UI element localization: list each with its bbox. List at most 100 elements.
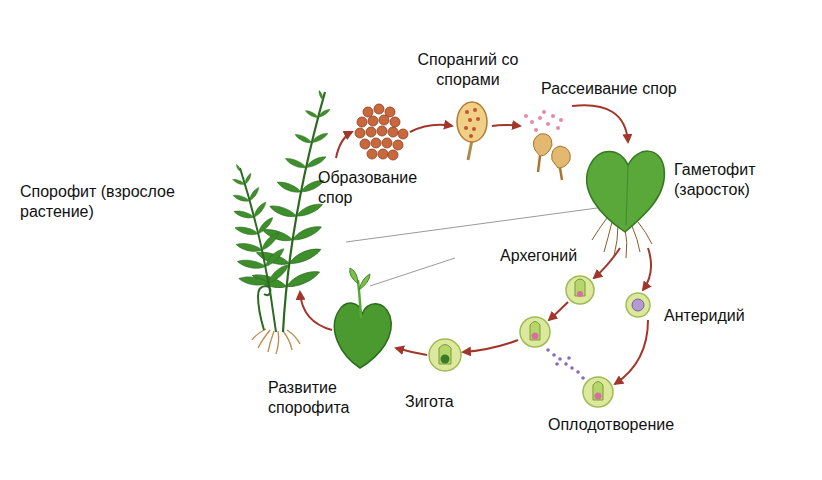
sporangium	[476, 117, 480, 121]
stage-label: Архегоний	[500, 246, 577, 266]
cycle-arrow	[615, 320, 648, 384]
archegonium	[520, 317, 550, 347]
fern-roots	[252, 329, 266, 340]
fertilization	[595, 393, 602, 400]
sori-cluster	[355, 128, 365, 138]
sporangium	[473, 108, 477, 112]
fern-roots	[276, 331, 279, 354]
gametophyte	[604, 222, 612, 252]
sporangium	[465, 110, 469, 114]
sori-cluster	[388, 150, 398, 160]
zygote	[429, 339, 461, 371]
cycle-arrow	[572, 105, 628, 142]
archegonium	[577, 291, 583, 297]
antheridium	[632, 299, 644, 311]
spore-dispersal	[538, 156, 540, 172]
fern-frond	[284, 156, 307, 171]
sori-cluster	[368, 116, 378, 126]
spore-dispersal	[546, 122, 550, 126]
stage-label: Спорангий со спорами	[410, 50, 526, 90]
fern-frond	[317, 108, 331, 119]
sori-cluster	[378, 149, 388, 159]
spore-dispersal	[560, 168, 562, 180]
sori-cluster	[360, 139, 370, 149]
antheridium	[626, 293, 650, 317]
sporangium	[457, 102, 487, 160]
spore-dispersal	[533, 134, 552, 156]
sporangium	[457, 102, 487, 142]
stage-label: Спорофит (взрослое растение)	[20, 182, 198, 222]
archegonium	[566, 276, 594, 304]
fern-frond	[233, 209, 255, 220]
cycle-arrow	[410, 125, 452, 132]
fertilization	[558, 357, 562, 361]
leader-line	[370, 258, 455, 286]
sori-cluster	[379, 115, 389, 125]
young-sporophyte	[359, 274, 370, 290]
cycle-arrow	[300, 105, 651, 384]
zygote	[439, 345, 451, 365]
fern-frond	[263, 246, 286, 268]
sori-cluster	[374, 104, 384, 114]
fern-frond	[291, 223, 323, 242]
spore-dispersal	[524, 114, 528, 118]
fern-frond	[252, 201, 268, 219]
cycle-arrow	[336, 132, 352, 158]
spore-dispersal	[534, 128, 538, 132]
stage-label: Антеридий	[664, 306, 745, 326]
cycle-arrow	[594, 248, 620, 278]
archegonium	[530, 322, 540, 341]
gametophyte	[587, 151, 665, 232]
sori-cluster	[382, 138, 392, 148]
fern-roots	[268, 331, 274, 352]
young-sporophyte	[334, 268, 391, 368]
fern-frond	[305, 109, 319, 119]
antheridium	[626, 293, 650, 317]
young-sporophyte	[350, 268, 358, 284]
fern-frond	[294, 132, 313, 145]
fern-frond	[232, 193, 250, 203]
spore-dispersal	[538, 116, 542, 120]
sporangium	[468, 140, 472, 160]
sori-cluster	[377, 126, 387, 136]
fertilization	[564, 362, 568, 366]
spore-dispersal	[556, 126, 560, 130]
gametophyte	[632, 226, 640, 252]
sori-cluster	[363, 107, 373, 117]
fertilization	[555, 362, 559, 366]
fern-frond	[305, 154, 328, 169]
cycle-arrow	[492, 125, 520, 126]
fertilization	[567, 356, 571, 360]
fern-frond	[310, 131, 329, 144]
fiddlehead	[258, 286, 271, 330]
sori-cluster	[388, 127, 398, 137]
fertilization	[581, 376, 585, 380]
archegonium	[575, 279, 585, 296]
fern-frond	[235, 241, 262, 254]
fern-frond	[248, 186, 261, 201]
fertilization	[583, 377, 613, 407]
sori-cluster	[371, 138, 381, 148]
sori-cluster	[366, 127, 376, 137]
gametophyte	[592, 218, 607, 240]
fern-frond	[237, 258, 266, 271]
fern-frond	[256, 216, 275, 235]
zygote	[429, 339, 461, 371]
fern-frond	[259, 231, 280, 252]
fern-frond	[287, 246, 322, 267]
cycle-arrow	[463, 340, 518, 352]
fern-frond	[243, 173, 252, 185]
stage-label: Образование спор	[318, 168, 434, 208]
fern-frond	[251, 90, 331, 332]
fern-frond	[235, 164, 241, 173]
fern-frond	[318, 90, 324, 101]
cycle-arrow	[549, 302, 568, 320]
fern-roots	[283, 331, 292, 350]
stage-label: Зигота	[405, 392, 454, 412]
sori-cluster	[398, 129, 408, 139]
cycle-arrow	[396, 348, 427, 355]
stage-label: Оплодотворение	[548, 415, 674, 435]
zygote	[441, 355, 450, 364]
fertilization	[546, 348, 550, 352]
sporangium	[469, 134, 473, 138]
